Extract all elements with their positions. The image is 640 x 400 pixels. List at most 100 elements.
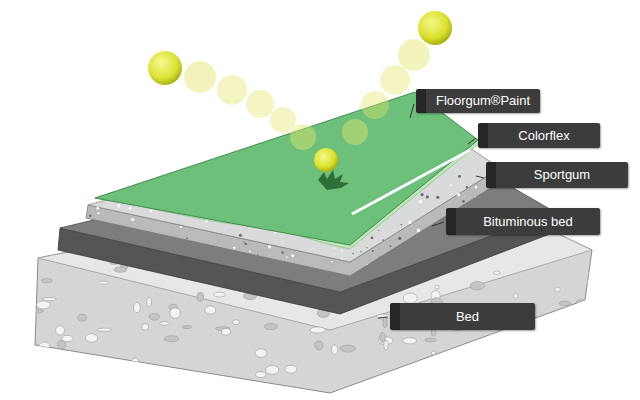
speckle xyxy=(334,247,336,249)
speckle xyxy=(453,258,456,261)
stone xyxy=(200,393,216,400)
speckle xyxy=(467,254,470,257)
stone xyxy=(265,366,278,375)
speckle xyxy=(118,145,120,147)
stone xyxy=(255,349,267,357)
stone xyxy=(221,328,230,335)
stone xyxy=(302,395,307,400)
speckle xyxy=(124,146,127,149)
stone xyxy=(553,353,558,360)
speckle xyxy=(396,256,398,258)
stone xyxy=(114,267,126,272)
speckle xyxy=(463,272,465,274)
layer-tag: Floorgum®Paint xyxy=(416,89,540,113)
speckle xyxy=(331,261,332,262)
speckle xyxy=(98,212,100,214)
speckle xyxy=(499,266,501,268)
speckle xyxy=(420,193,423,196)
stone xyxy=(76,186,86,190)
stone xyxy=(448,380,455,391)
speckle xyxy=(262,268,265,271)
speckle xyxy=(282,241,283,242)
speckle xyxy=(136,177,138,179)
speckle xyxy=(201,110,204,113)
stone xyxy=(514,293,518,299)
speckle xyxy=(211,156,213,158)
layer-tag: Colorflex xyxy=(478,123,600,148)
speckle xyxy=(286,256,288,258)
stone xyxy=(170,308,181,319)
stone xyxy=(340,345,355,352)
stone xyxy=(520,354,526,361)
speckle xyxy=(352,253,354,255)
stone xyxy=(403,338,417,344)
speckle xyxy=(423,254,426,257)
speckle xyxy=(100,184,103,187)
speckle xyxy=(378,230,379,231)
speckle xyxy=(277,276,280,279)
speckle xyxy=(241,114,242,115)
speckle xyxy=(381,276,383,278)
speckle xyxy=(148,234,151,237)
speckle xyxy=(372,250,374,252)
speckle xyxy=(249,251,251,253)
speckle xyxy=(85,196,87,198)
speckle xyxy=(423,263,425,265)
speckle xyxy=(99,181,101,183)
speckle xyxy=(172,263,174,265)
speckle xyxy=(186,237,188,239)
stone xyxy=(197,292,203,301)
speckle xyxy=(196,275,198,277)
speckle xyxy=(205,109,208,112)
speckle xyxy=(139,255,142,258)
speckle xyxy=(204,115,206,117)
speckle xyxy=(167,139,170,142)
stone xyxy=(443,370,448,375)
speckle xyxy=(401,224,403,226)
stone xyxy=(182,326,192,329)
speckle xyxy=(88,131,91,134)
speckle xyxy=(419,270,420,271)
speckle xyxy=(120,165,123,168)
speckle xyxy=(371,236,374,239)
stone xyxy=(425,391,439,399)
speckle xyxy=(277,263,280,266)
speckle xyxy=(457,193,460,196)
stone xyxy=(149,314,160,321)
stone xyxy=(164,336,179,342)
speckle xyxy=(257,254,258,255)
stone xyxy=(205,306,216,314)
speckle xyxy=(253,133,256,136)
stone xyxy=(550,347,563,353)
speckle xyxy=(461,248,463,250)
stone xyxy=(481,359,486,364)
stone xyxy=(432,386,443,394)
stone xyxy=(515,355,523,362)
speckle xyxy=(253,140,254,141)
layer-name: Sportgum xyxy=(534,167,590,183)
stone xyxy=(434,371,446,379)
speckle xyxy=(243,241,244,242)
speckle xyxy=(105,190,107,192)
speckle xyxy=(110,175,113,178)
speckle xyxy=(199,116,201,118)
stone xyxy=(56,326,65,335)
stone xyxy=(480,368,485,378)
speckle xyxy=(366,247,367,248)
stone xyxy=(403,293,417,303)
speckle xyxy=(426,195,429,198)
speckle xyxy=(486,151,488,153)
speckle xyxy=(117,204,120,207)
speckle xyxy=(504,278,506,280)
speckle xyxy=(390,245,392,247)
stone xyxy=(431,351,435,355)
speckle xyxy=(84,193,86,195)
speckle xyxy=(419,200,422,203)
speckle xyxy=(100,182,102,184)
speckle xyxy=(487,272,490,275)
speckle xyxy=(103,140,105,142)
speckle xyxy=(89,214,91,216)
paint-surface xyxy=(95,92,478,245)
stone xyxy=(380,332,386,342)
stone xyxy=(517,355,531,364)
